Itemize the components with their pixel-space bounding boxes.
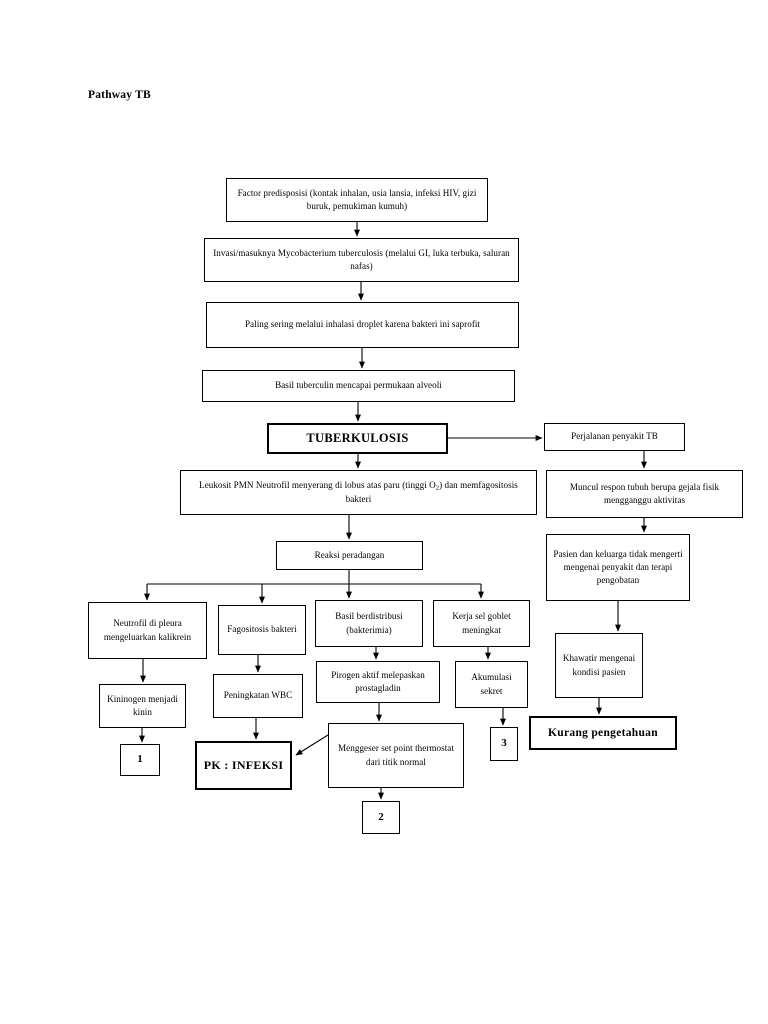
node-label: Basil tuberculin mencapai permukaan alve… (275, 380, 442, 391)
node-muncul-respon-tubuh: Muncul respon tubuh berupa gejala fisik … (546, 470, 743, 518)
node-basil-berdistribusi: Basil berdistribusi (bakterimia) (315, 600, 423, 647)
node-pk-infeksi: PK : INFEKSI (195, 741, 292, 790)
node-pasien-keluarga-tidak-mengerti: Pasien dan keluarga tidak mengerti menge… (546, 534, 690, 601)
node-label: Kininogen menjadi kinin (107, 693, 178, 717)
node-kininogen-menjadi-kinin: Kininogen menjadi kinin (99, 684, 186, 728)
node-khawatir-kondisi-pasien: Khawatir mengenai kondisi pasien (555, 633, 643, 698)
node-perjalanan-penyakit-tb: Perjalanan penyakit TB (544, 423, 685, 451)
node-label: Leukosit PMN Neutrofil menyerang di lobu… (199, 479, 518, 504)
node-label: Menggeser set point thermostat dari titi… (338, 743, 454, 767)
node-kurang-pengetahuan: Kurang pengetahuan (529, 716, 677, 750)
node-label: Muncul respon tubuh berupa gejala fisik … (569, 481, 720, 505)
node-label: PK : INFEKSI (203, 757, 284, 772)
page-title: Pathway TB (88, 89, 151, 101)
node-pirogen-aktif-prostagladin: Pirogen aktif melepaskan prostagladin (316, 661, 440, 703)
node-menggeser-set-point: Menggeser set point thermostat dari titi… (328, 723, 464, 788)
node-neutrofil-pleura-kalikrein: Neutrofil di pleura mengeluarkan kalikre… (88, 602, 207, 659)
node-inhalasi-droplet: Paling sering melalui inhalasi droplet k… (206, 302, 519, 348)
node-label: Basil berdistribusi (bakterimia) (335, 611, 403, 635)
node-label: Paling sering melalui inhalasi droplet k… (244, 319, 481, 330)
node-label: Peningkatan WBC (223, 690, 293, 701)
node-label: TUBERKULOSIS (306, 431, 409, 446)
node-label: Reaksi peradangan (314, 549, 385, 560)
node-label: Kurang pengetahuan (548, 726, 658, 739)
node-fagositosis-bakteri: Fagositosis bakteri (218, 605, 306, 655)
node-leukosit-pmn-neutrofil: Leukosit PMN Neutrofil menyerang di lobu… (180, 470, 537, 515)
node-label: Pasien dan keluarga tidak mengerti menge… (553, 548, 683, 586)
node-label: Fagositosis bakteri (227, 624, 297, 635)
node-label: Kerja sel goblet meningkat (452, 611, 511, 635)
node-akumulasi-sekret: Akumulasi sekret (455, 661, 528, 708)
node-label: 2 (378, 810, 384, 823)
node-basil-tuberculin-alveoli: Basil tuberculin mencapai permukaan alve… (202, 370, 515, 402)
node-label: 1 (137, 753, 143, 766)
node-kerja-sel-goblet: Kerja sel goblet meningkat (433, 600, 530, 647)
node-invasi-mycobacterium: Invasi/masuknya Mycobacterium tuberculos… (204, 238, 519, 282)
node-factor-predisposisi: Factor predisposisi (kontak inhalan, usi… (226, 178, 488, 222)
node-peningkatan-wbc: Peningkatan WBC (213, 674, 303, 718)
node-connector-2: 2 (362, 801, 400, 834)
node-label: Khawatir mengenai kondisi pasien (562, 653, 636, 677)
node-label: 3 (501, 737, 507, 750)
node-label: Invasi/masuknya Mycobacterium tuberculos… (213, 247, 510, 271)
node-connector-3: 3 (490, 727, 518, 761)
node-label: Akumulasi sekret (471, 672, 512, 696)
node-label: Neutrofil di pleura mengeluarkan kalikre… (103, 618, 192, 642)
node-reaksi-peradangan: Reaksi peradangan (276, 541, 423, 570)
edge-menggeser-to-pk-infeksi (295, 734, 329, 756)
node-label: Pirogen aktif melepaskan prostagladin (331, 669, 425, 693)
node-connector-1: 1 (120, 744, 160, 776)
node-tuberkulosis: TUBERKULOSIS (267, 423, 448, 454)
node-label: Perjalanan penyakit TB (571, 431, 658, 442)
node-label: Factor predisposisi (kontak inhalan, usi… (237, 187, 477, 211)
